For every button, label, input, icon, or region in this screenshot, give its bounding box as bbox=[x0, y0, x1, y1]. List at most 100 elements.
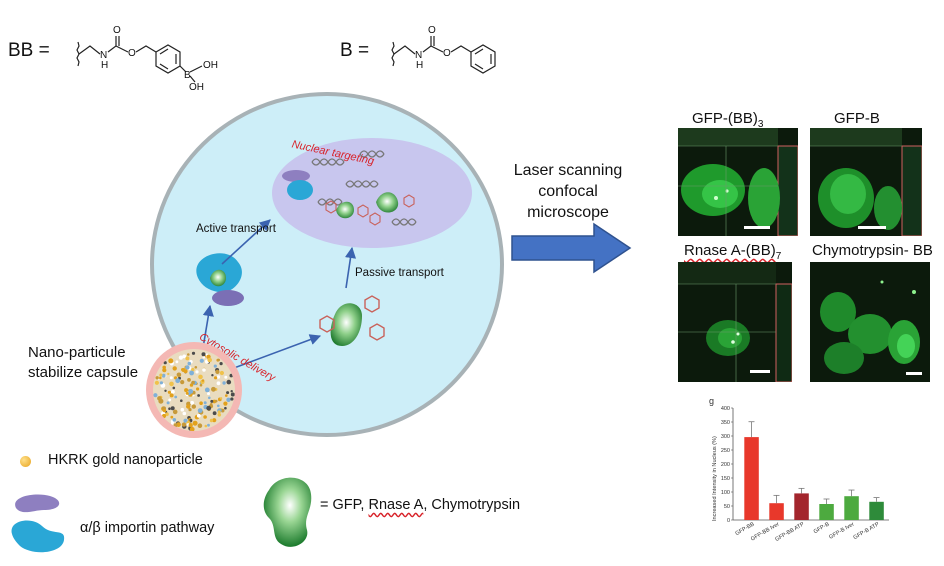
chart-y-tick-label: 150 bbox=[721, 476, 730, 482]
capsule-particle bbox=[191, 404, 196, 409]
capsule-particle bbox=[196, 413, 201, 418]
capsule-particle bbox=[197, 423, 203, 428]
capsule-particle bbox=[167, 390, 171, 394]
active-transport-arrow bbox=[221, 219, 271, 265]
capsule-particle bbox=[176, 372, 182, 378]
capsule-particle bbox=[217, 413, 222, 417]
capsule-particle bbox=[199, 383, 203, 387]
capsule-particle bbox=[202, 355, 206, 359]
cell-internals bbox=[196, 150, 417, 369]
capsule-particle bbox=[175, 378, 181, 384]
capsule-particle bbox=[187, 353, 190, 356]
b-definition-label: B = bbox=[340, 40, 370, 61]
capsule-particle bbox=[213, 364, 217, 368]
capsule-particle bbox=[159, 376, 162, 380]
capsule-particles bbox=[153, 351, 235, 431]
chart-panel-letter: g bbox=[709, 396, 714, 406]
capsule-particle bbox=[162, 368, 167, 373]
capsule-particle bbox=[217, 404, 220, 408]
capsule-particle bbox=[185, 356, 190, 361]
capsule-particle bbox=[219, 362, 223, 366]
chart-y-tick-label: 100 bbox=[721, 490, 730, 496]
capsule-particle bbox=[180, 399, 183, 402]
h-atom: H bbox=[416, 60, 423, 71]
capsule-particle bbox=[203, 401, 207, 405]
capsule-particle bbox=[181, 422, 187, 427]
capsule-particle bbox=[171, 389, 175, 394]
capsule-particle bbox=[169, 393, 174, 398]
nuclear-protein bbox=[336, 201, 354, 219]
capsule-particle bbox=[212, 411, 217, 416]
legend-gold-label: HKRK gold nanoparticle bbox=[48, 452, 203, 468]
capsule-particle bbox=[155, 376, 159, 380]
capsule-particle bbox=[158, 398, 164, 404]
capsule-particle bbox=[172, 409, 178, 415]
chart-y-tick-label: 250 bbox=[721, 448, 730, 454]
capsule-particle bbox=[174, 395, 178, 399]
capsule-particle bbox=[216, 375, 221, 379]
laser-scanning-label: Laser scanning confocal microscope bbox=[513, 162, 623, 221]
capsule-particle bbox=[201, 379, 205, 382]
chart-bar bbox=[769, 503, 784, 520]
chart-bar bbox=[869, 501, 884, 520]
capsule-particle bbox=[192, 420, 198, 426]
capsule-particle bbox=[211, 386, 216, 392]
chart-y-tick-label: 0 bbox=[727, 518, 730, 524]
capsule-particle bbox=[215, 369, 220, 374]
capsule-particle bbox=[172, 366, 177, 371]
capsule-particle bbox=[180, 380, 185, 385]
chart-category-label: GFP-B Iver bbox=[828, 521, 855, 540]
capsule-particle bbox=[224, 375, 228, 379]
capsule-particle bbox=[168, 358, 174, 364]
chart-y-axis-label: Increased Intensity in Nucleus (%) bbox=[712, 436, 718, 521]
capsule-particle bbox=[170, 415, 174, 419]
right-arrow-icon bbox=[511, 222, 632, 274]
capsule-particle bbox=[188, 389, 194, 394]
capsule-particle bbox=[199, 401, 203, 405]
capsule-particle bbox=[220, 408, 225, 413]
capsule-particle bbox=[212, 418, 217, 423]
micrograph-rnase-bb7 bbox=[678, 262, 792, 382]
capsule-particle bbox=[201, 352, 206, 357]
protein-icon bbox=[263, 477, 312, 547]
chart-y-tick-label: 300 bbox=[721, 434, 730, 440]
capsule-particle bbox=[183, 418, 188, 423]
capsule-particle bbox=[209, 418, 214, 423]
h-atom: H bbox=[101, 60, 108, 71]
capsule-particle bbox=[180, 407, 185, 412]
nh-atom: N bbox=[100, 50, 107, 61]
capsule-particle bbox=[216, 381, 221, 386]
capsule-particle bbox=[210, 399, 214, 403]
capsule-particle bbox=[226, 391, 230, 395]
micrograph-chymotrypsin-bb bbox=[810, 262, 930, 382]
capsule-particle bbox=[217, 410, 221, 414]
capsule-particle bbox=[188, 423, 193, 428]
capsule-particle bbox=[188, 392, 191, 396]
bb-definition-label: BB = bbox=[8, 40, 50, 61]
nh-atom: N bbox=[415, 50, 422, 61]
capsule-particle bbox=[225, 394, 228, 397]
capsule-particle bbox=[206, 405, 212, 411]
passive-transport-arrow bbox=[344, 246, 357, 289]
capsule-particle bbox=[161, 373, 166, 378]
capsule-particle bbox=[204, 424, 208, 428]
dna-helices bbox=[311, 150, 417, 226]
capsule-particle bbox=[169, 376, 173, 380]
capsule-particle bbox=[229, 373, 234, 378]
benzene-ring bbox=[470, 44, 496, 74]
chart-category-label: GFP-BB bbox=[734, 521, 755, 537]
capsule-particle bbox=[163, 361, 167, 365]
capsule-particle bbox=[173, 423, 178, 428]
capsule-particle bbox=[172, 418, 177, 422]
capsule-particle bbox=[153, 393, 158, 398]
capsule-particle bbox=[208, 396, 211, 400]
capsule-particle bbox=[171, 422, 174, 425]
micrograph-title-chymotrypsin-bb: Chymotrypsin- BB bbox=[812, 242, 933, 259]
capsule-particle bbox=[159, 373, 163, 377]
chart-bar bbox=[744, 437, 759, 520]
capsule-particle bbox=[186, 404, 191, 409]
capsule-particle bbox=[187, 378, 191, 382]
scale-bar bbox=[858, 226, 886, 229]
capsule-particle bbox=[217, 358, 220, 362]
legend-protein-label: = GFP, Rnase A, Chymotrypsin bbox=[320, 497, 521, 513]
